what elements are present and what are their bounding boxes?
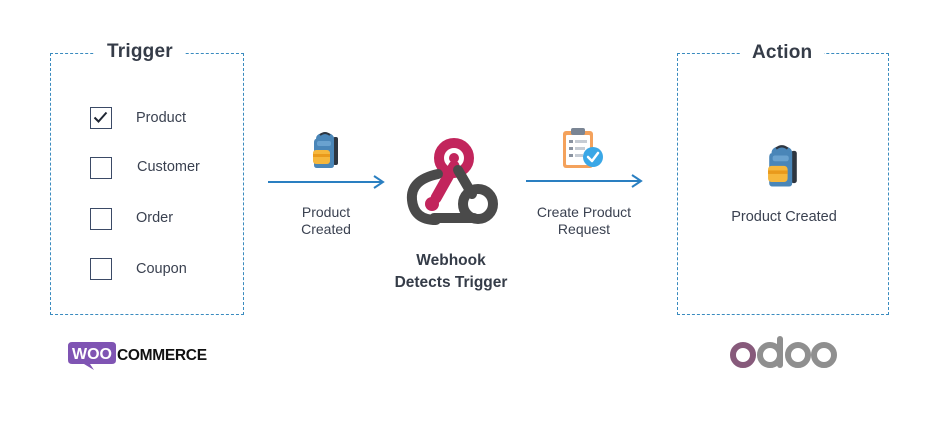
odoo-logo — [730, 336, 837, 368]
webhook-caption: Webhook Detects Trigger — [394, 252, 508, 291]
clipboard-check-icon — [563, 128, 603, 168]
action-result-label: Product Created — [731, 209, 837, 225]
product-option-label: Product — [136, 110, 186, 126]
webhook-icon — [406, 138, 498, 225]
flow-arrow-1 — [268, 175, 385, 189]
trigger-title: Trigger — [95, 41, 185, 63]
step2-label: Create Product Request — [536, 204, 632, 237]
woocommerce-logo: WOO COMMERCE — [68, 342, 207, 370]
order-checkbox[interactable] — [90, 208, 112, 230]
backpack-icon — [768, 145, 797, 187]
customer-checkbox[interactable] — [90, 157, 112, 179]
coupon-option-label: Coupon — [136, 261, 187, 277]
check-icon — [93, 111, 108, 123]
product-checkbox[interactable] — [90, 107, 112, 129]
backpack-icon — [313, 132, 338, 168]
action-title: Action — [740, 42, 825, 64]
svg-text:COMMERCE: COMMERCE — [117, 347, 207, 364]
customer-option-label: Customer — [137, 159, 200, 175]
svg-text:WOO: WOO — [72, 346, 112, 363]
order-option-label: Order — [136, 210, 174, 226]
flow-arrow-2 — [526, 174, 643, 188]
coupon-checkbox[interactable] — [90, 258, 112, 280]
step1-label: Product Created — [301, 204, 351, 237]
